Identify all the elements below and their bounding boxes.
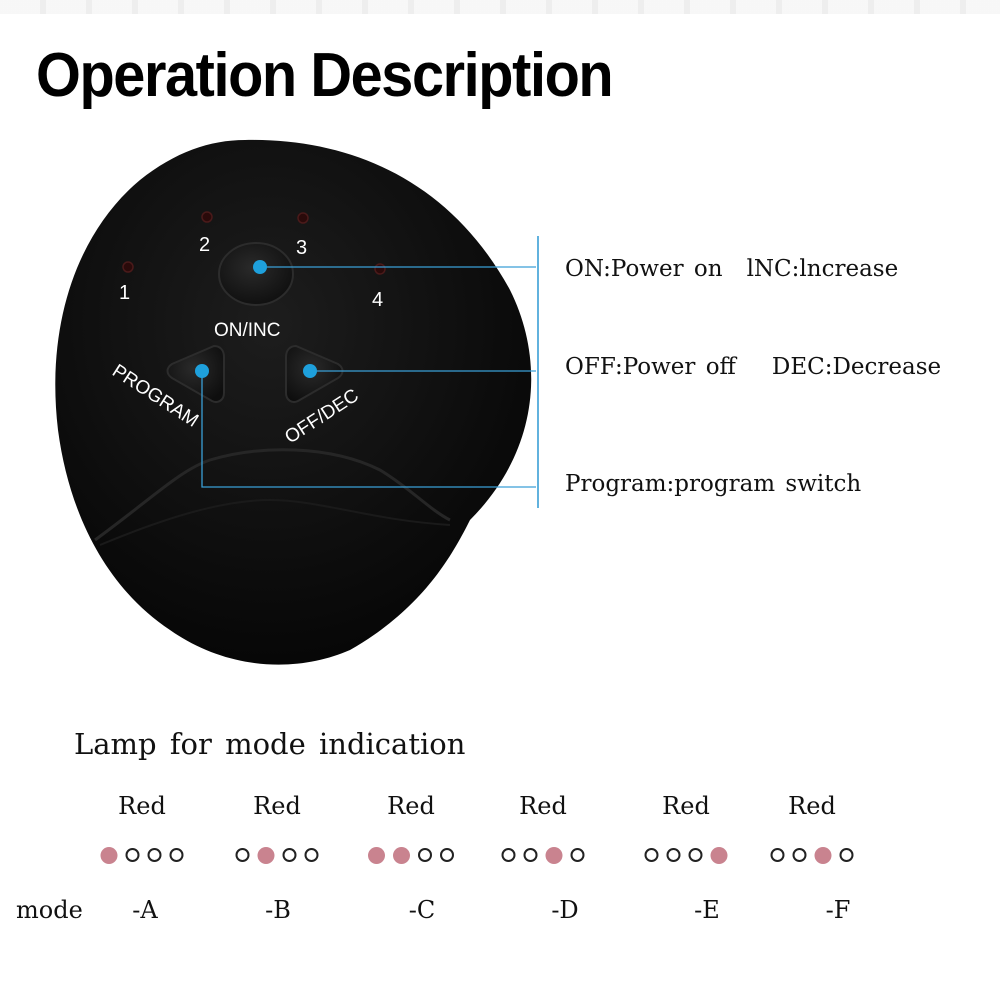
lamp-off — [418, 848, 432, 862]
mode-name: -A — [132, 896, 158, 924]
mode-word-label: mode — [16, 896, 83, 924]
color-label: Red — [387, 792, 435, 820]
indicator-number-3: 3 — [296, 237, 307, 259]
lamp-on — [393, 847, 410, 864]
off-dec-dot — [303, 364, 317, 378]
lamp-off — [125, 848, 140, 862]
lamp-off — [688, 848, 703, 862]
lamp-off — [644, 848, 659, 862]
lamp-on — [257, 847, 275, 864]
top-image-strip — [0, 0, 1000, 14]
lamp-off — [523, 848, 538, 862]
lamp-on — [710, 847, 728, 864]
mode-name: -B — [265, 896, 291, 924]
callout-program: Program:program switch — [565, 471, 861, 497]
lamp-off — [235, 848, 250, 862]
color-label: Red — [662, 792, 710, 820]
lamp-off — [770, 848, 785, 862]
lamp-group — [100, 847, 184, 866]
indicator-number-2: 2 — [199, 234, 210, 256]
mode-name: -D — [551, 896, 579, 924]
lamp-on — [368, 847, 385, 864]
page-title: Operation Description — [36, 41, 614, 110]
lamp-off — [666, 848, 681, 862]
led-1 — [122, 261, 134, 273]
indicator-number-1: 1 — [119, 282, 130, 304]
callout-lines — [201, 236, 539, 508]
lamp-section-heading: Lamp for mode indication — [74, 727, 466, 761]
color-label: Red — [118, 792, 166, 820]
color-label: Red — [253, 792, 301, 820]
color-label: Red — [788, 792, 836, 820]
callout-off-text: OFF:Power off — [565, 354, 736, 380]
led-2 — [201, 211, 213, 223]
program-dot — [195, 364, 209, 378]
mode-name: -C — [408, 896, 436, 924]
device-diagram: 1 2 3 4 ON/INC PROGRAM OFF/DEC — [55, 139, 539, 665]
callout-off-dec: OFF:Power off DEC:Decrease — [565, 354, 941, 380]
lamp-group — [235, 847, 319, 866]
led-3 — [297, 212, 309, 224]
mode-name: -E — [694, 896, 720, 924]
mode-name: -F — [825, 896, 851, 924]
lamp-on — [545, 847, 563, 864]
lamp-off — [792, 848, 807, 862]
lamp-off — [147, 848, 162, 862]
callout-inc-text: lNC:lncrease — [746, 256, 899, 282]
lamp-off — [282, 848, 297, 862]
callout-dec-text: DEC:Decrease — [771, 354, 942, 380]
callout-program-text: Program:program switch — [565, 471, 862, 497]
lamp-group — [770, 847, 854, 866]
callout-on-text: ON:Power on — [565, 256, 723, 282]
indicator-number-4: 4 — [372, 289, 383, 311]
lamp-on — [100, 847, 118, 864]
on-inc-label: ON/INC — [214, 320, 281, 341]
callout-on-inc: ON:Power on lNC:lncrease — [565, 256, 898, 282]
lamp-off — [501, 848, 516, 862]
lamp-off — [169, 848, 184, 862]
lamp-group — [644, 847, 728, 866]
lamp-on — [814, 847, 832, 864]
led-4 — [374, 263, 386, 275]
lamp-off — [839, 848, 854, 862]
lamp-off — [440, 848, 454, 862]
lamp-off — [304, 848, 319, 862]
lamp-group — [501, 847, 585, 866]
device-ridge — [94, 448, 451, 542]
lamp-group — [368, 847, 454, 866]
on-inc-dot — [253, 260, 267, 274]
color-label: Red — [519, 792, 567, 820]
lamp-off — [570, 848, 585, 862]
on-inc-button[interactable] — [218, 242, 294, 306]
device-ridge-lower — [99, 498, 451, 546]
